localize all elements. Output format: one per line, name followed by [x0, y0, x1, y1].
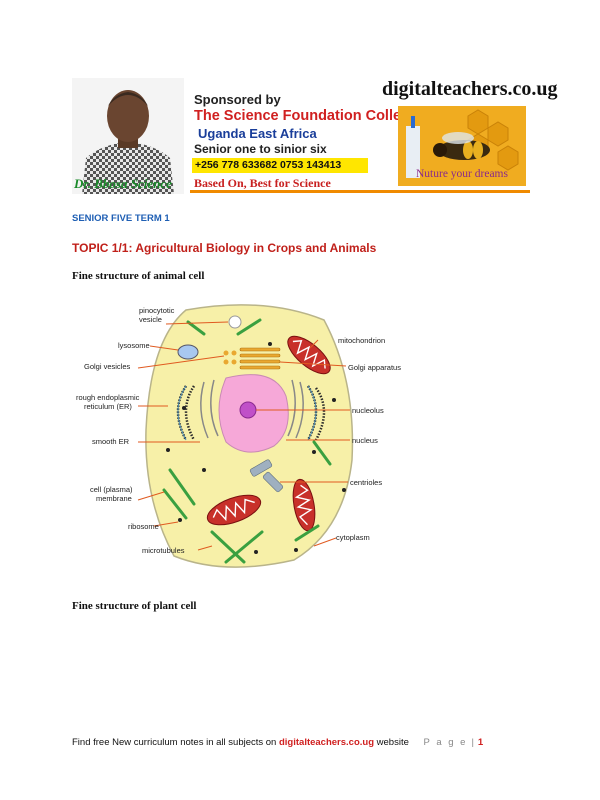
label-ribosome: ribosome — [128, 522, 159, 531]
mitochondrion-right — [292, 478, 316, 532]
animal-cell-heading: Fine structure of animal cell — [72, 270, 205, 282]
label-rough-er-2: reticulum (ER) — [84, 402, 132, 411]
sponsored-by-text: Sponsored by — [194, 92, 281, 107]
lysosome — [177, 344, 199, 360]
topic-heading: TOPIC 1/1: Agricultural Biology in Crops… — [72, 241, 377, 255]
page-separator: | — [471, 737, 474, 748]
nucleolus — [239, 401, 257, 419]
banner-divider — [190, 190, 530, 193]
signature-text: Dr. Bbosa Science — [74, 176, 172, 191]
microtubules — [162, 318, 332, 564]
page-label: P a g e — [423, 737, 468, 748]
slogan-text: Nuture your dreams — [416, 168, 508, 180]
based-text: Based On, Best for Science — [194, 176, 331, 190]
sponsor-banner: Dr. Bbosa Science Sponsored by The Scien… — [72, 78, 558, 194]
animal-cell-diagram: pinocytotic vesicle lysosome Golgi vesic… — [76, 304, 401, 568]
label-membrane-2: membrane — [96, 494, 132, 503]
label-cytoplasm: cytoplasm — [336, 533, 370, 542]
label-nucleolus: nucleolus — [352, 406, 384, 415]
ribosomes — [166, 342, 346, 554]
page-footer: Find free New curriculum notes in all su… — [72, 737, 502, 748]
label-golgi-apparatus: Golgi apparatus — [348, 363, 401, 372]
label-membrane-1: cell (plasma) — [90, 485, 133, 494]
college-name: The Science Foundation College — [194, 108, 418, 124]
phone-text: +256 778 633682 0753 143413 — [192, 158, 368, 173]
pinocytotic-vesicle — [228, 315, 242, 329]
rough-er-inner — [177, 385, 317, 441]
label-lysosome: lysosome — [118, 341, 150, 350]
term-heading: SENIOR FIVE TERM 1 — [72, 213, 170, 224]
label-pinocytotic: pinocytotic — [139, 306, 175, 315]
label-vesicle: vesicle — [139, 315, 162, 324]
label-microtubules: microtubules — [142, 546, 185, 555]
footer-site-link[interactable]: digitalteachers.co.ug — [278, 737, 375, 748]
footer-text-after: website — [374, 737, 409, 748]
level-text: Senior one to sinior six — [194, 142, 327, 156]
label-rough-er-1: rough endoplasmic — [76, 393, 140, 402]
mitochondrion-bottom — [206, 494, 262, 526]
label-mitochondrion: mitochondrion — [338, 336, 385, 345]
golgi-vesicles — [223, 350, 237, 365]
bee-picture — [398, 106, 526, 186]
label-golgi-vesicles: Golgi vesicles — [84, 362, 131, 371]
page-number: 1 — [477, 737, 484, 748]
author-photo — [72, 78, 184, 194]
site-logo-text: digitalteachers.co.ug — [382, 78, 558, 100]
plant-cell-heading: Fine structure of plant cell — [72, 600, 197, 612]
centrioles — [249, 459, 284, 493]
region-text: Uganda East Africa — [198, 126, 317, 141]
golgi-apparatus — [239, 347, 281, 370]
label-nucleus: nucleus — [352, 436, 378, 445]
footer-text-before: Find free New curriculum notes in all su… — [72, 737, 279, 748]
label-centrioles: centrioles — [350, 478, 382, 487]
label-smooth-er: smooth ER — [92, 437, 130, 446]
